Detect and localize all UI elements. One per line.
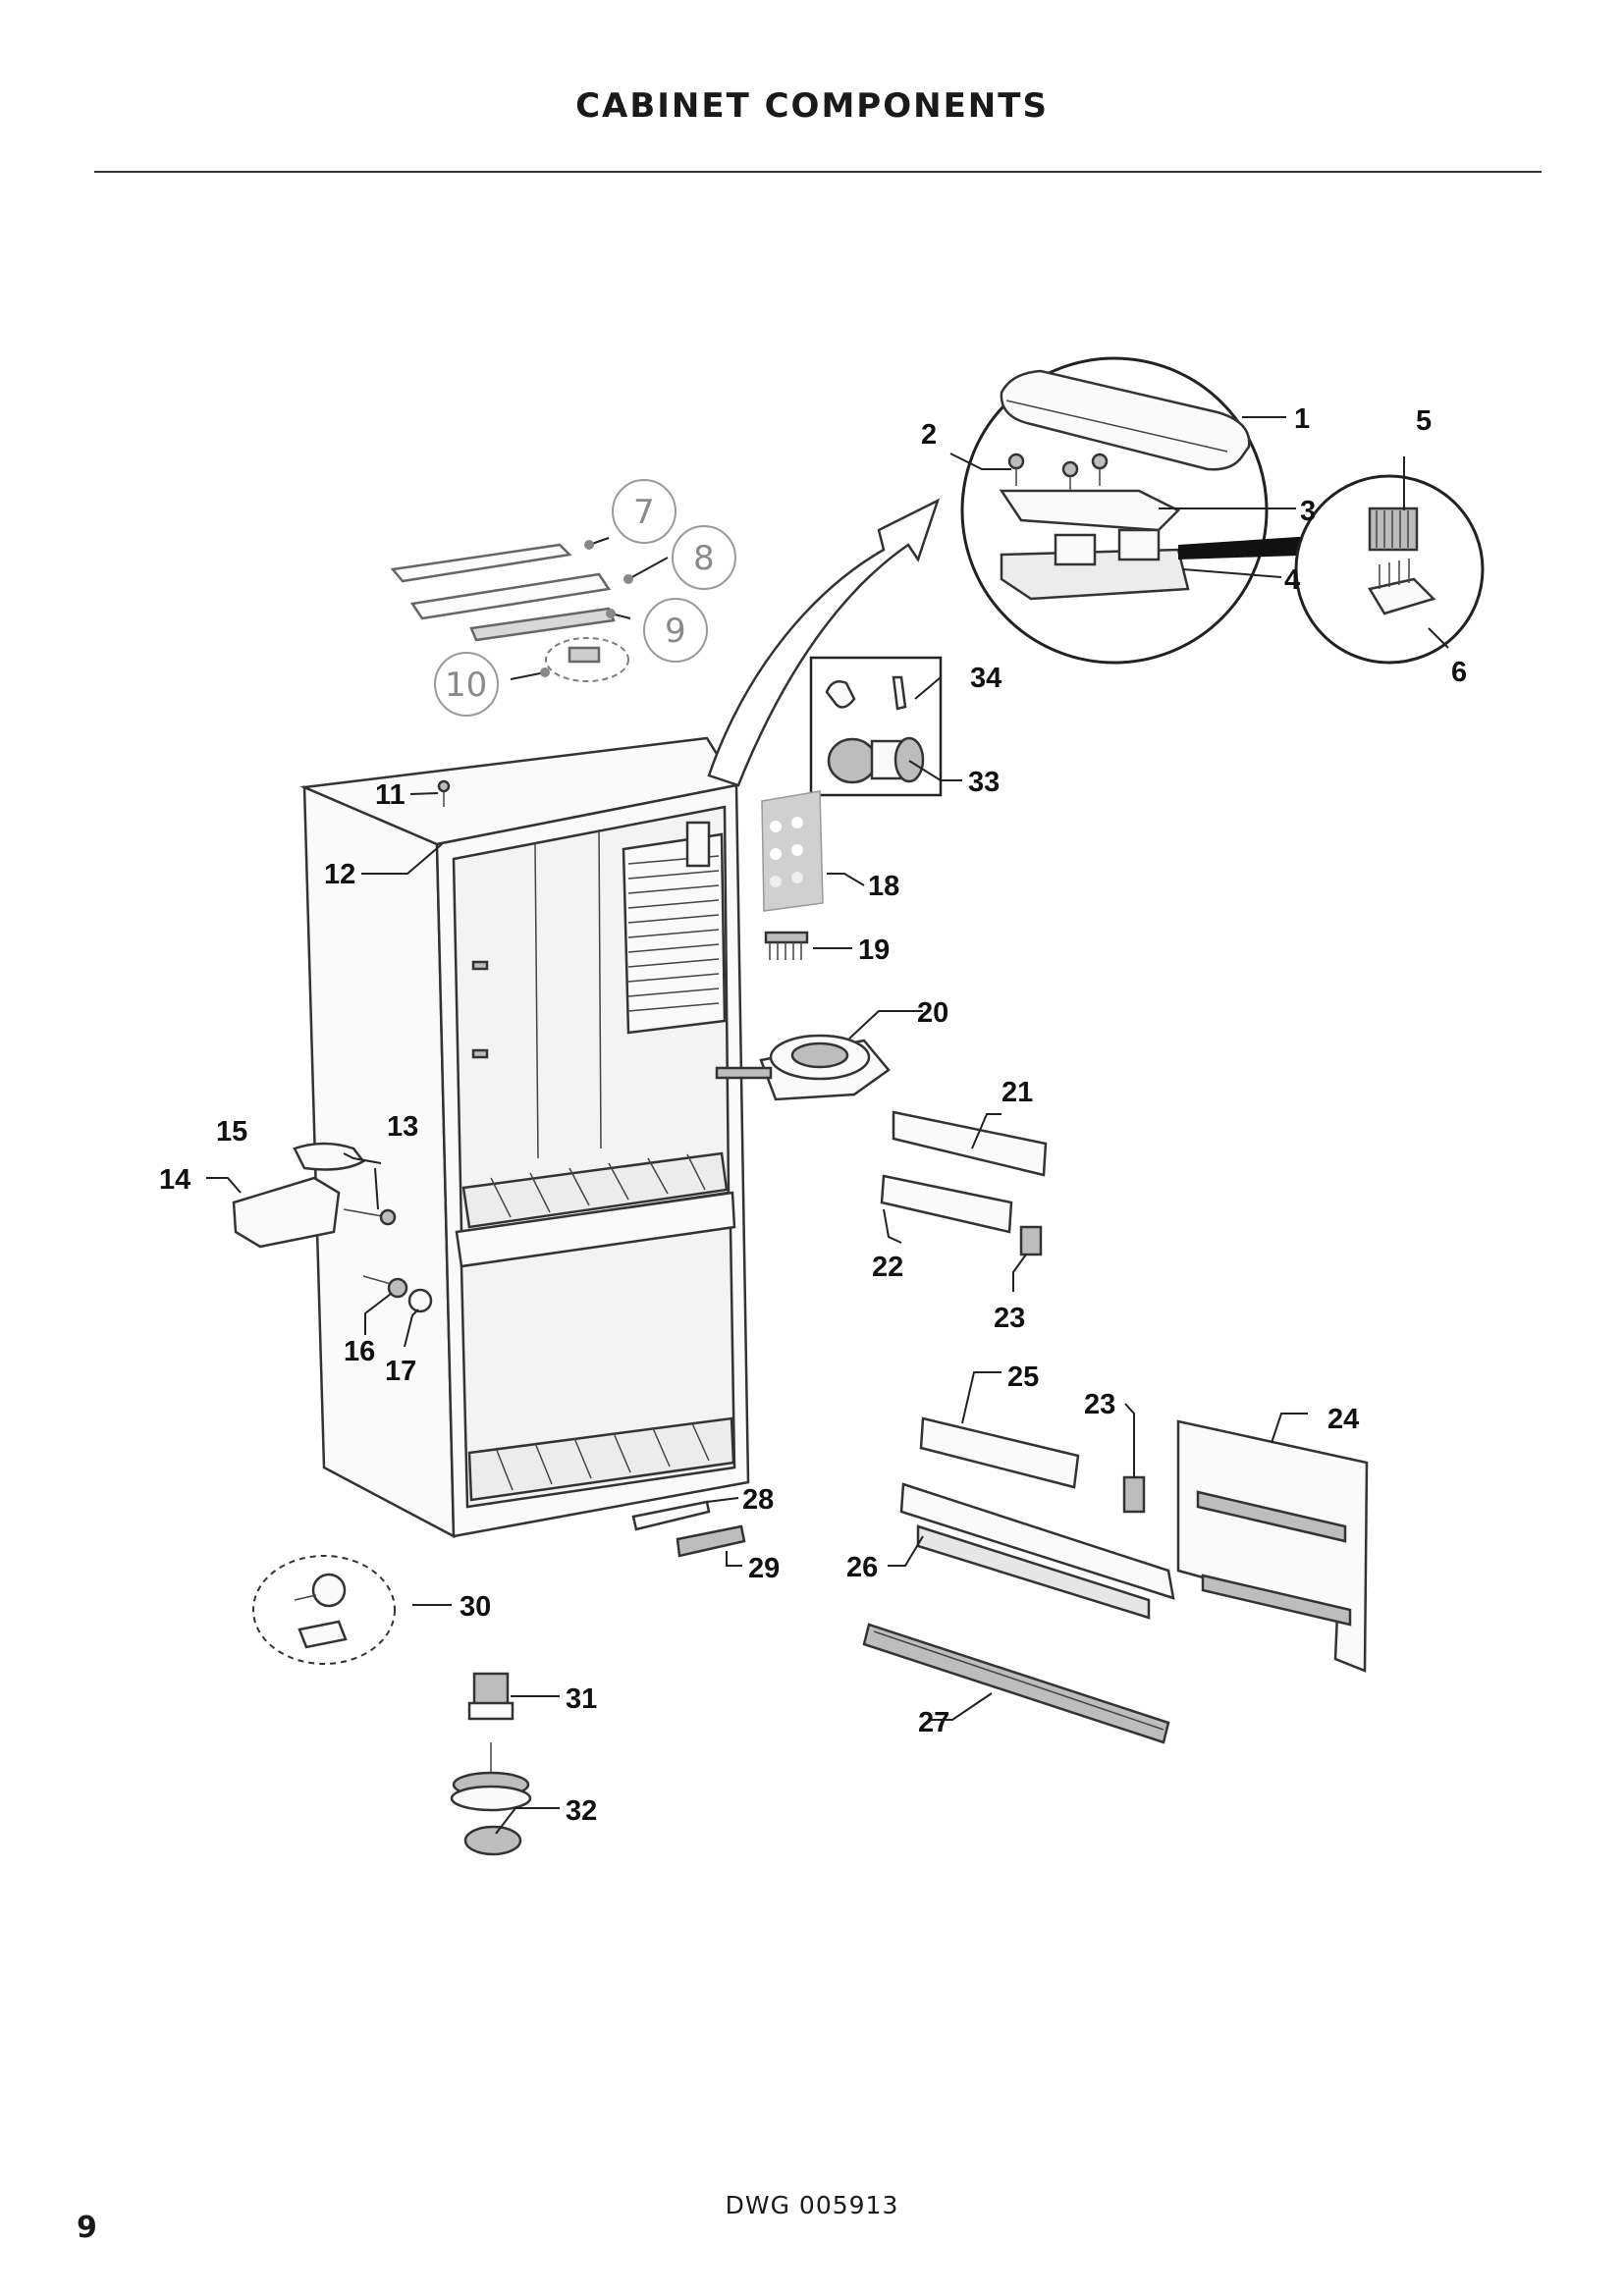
top-hinge-cover-detail: [960, 356, 1269, 665]
callout-17: 17: [385, 1356, 416, 1387]
callout-3: 3: [1300, 496, 1316, 527]
callout-20: 20: [917, 997, 948, 1029]
callout-12: 12: [324, 859, 355, 890]
water-fitting-box: [809, 656, 943, 797]
callout-26: 26: [846, 1552, 878, 1583]
callout-labels: 1 2 3 4 5 6 7 8 9 10 11 12 13 14 15 16 1…: [159, 403, 1467, 1827]
callout-15: 15: [216, 1116, 247, 1148]
callout-21: 21: [1001, 1077, 1033, 1108]
callout-16: 16: [344, 1336, 375, 1367]
callout-4: 4: [1284, 564, 1300, 596]
fan-assembly: [715, 1034, 891, 1101]
callout-32: 32: [566, 1795, 597, 1827]
callout-11: 11: [375, 779, 406, 811]
callout-23b: 23: [1084, 1389, 1115, 1420]
callout-28: 28: [742, 1484, 774, 1516]
grey-callout-circles: [434, 479, 736, 717]
callout-34: 34: [970, 663, 1001, 694]
callout-30: 30: [460, 1591, 491, 1623]
freezer-floor: [467, 1416, 735, 1502]
callout-7: 7: [633, 493, 655, 532]
cabinet-body: [299, 736, 750, 1539]
page-number: 9: [77, 2211, 97, 2245]
title-divider: [94, 171, 1542, 173]
callout-33: 33: [968, 767, 1000, 798]
control-panel-overlay: [761, 790, 824, 912]
wire-harness-connector: [764, 931, 809, 960]
page-title: CABINET COMPONENTS: [575, 86, 1049, 126]
callout-29: 29: [748, 1553, 780, 1584]
callout-19: 19: [858, 934, 890, 966]
callout-31: 31: [566, 1683, 597, 1715]
freezer-drawer-rails-upper: [880, 1110, 1048, 1256]
light-cover-assembly: [390, 543, 629, 682]
callout-14: 14: [159, 1164, 190, 1196]
callout-8: 8: [693, 539, 715, 578]
leveling-leg: [450, 1672, 532, 1856]
leader-lines: [206, 416, 1449, 1835]
drawing-number: DWG 005913: [725, 2191, 899, 2219]
callout-1: 1: [1294, 403, 1310, 435]
callout-13: 13: [387, 1111, 418, 1143]
callout-10: 10: [445, 666, 487, 705]
callout-18: 18: [868, 871, 899, 902]
detail-arrow: [707, 498, 941, 787]
callout-5: 5: [1416, 405, 1432, 437]
callout-25: 25: [1007, 1362, 1039, 1393]
freezer-drawer-parts: [631, 1416, 1369, 1744]
screw-icon: [437, 779, 451, 807]
screw-icon: [1007, 453, 1109, 494]
callout-6: 6: [1451, 657, 1467, 688]
callout-2: 2: [921, 419, 937, 451]
callout-9: 9: [665, 612, 686, 651]
callout-27: 27: [918, 1707, 949, 1738]
connector-detail: [1178, 474, 1485, 665]
callout-22: 22: [872, 1252, 903, 1283]
callout-23a: 23: [994, 1303, 1025, 1334]
fresh-food-floor: [461, 1151, 729, 1229]
evaporator-cover: [622, 821, 727, 1035]
callout-24: 24: [1327, 1404, 1359, 1435]
bottom-hinge-pin-detail: [252, 1555, 396, 1665]
lower-hinge-assembly: [232, 1142, 433, 1313]
